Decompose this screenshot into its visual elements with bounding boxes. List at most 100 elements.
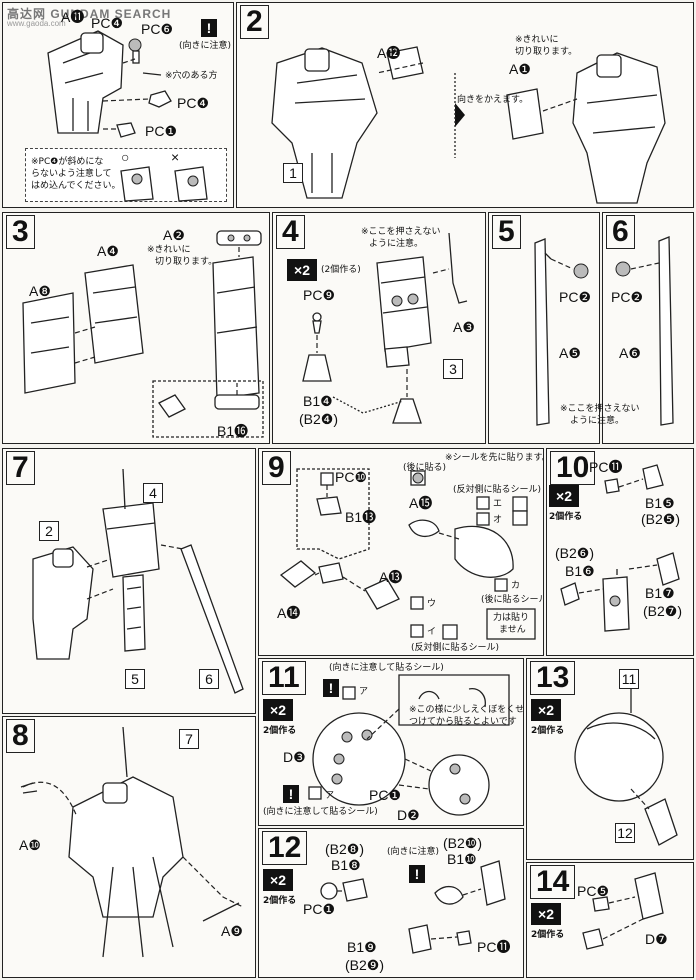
part-label: D❼ [645,931,668,947]
step2-panel: 2 A⓬ ※きれいに 切り取ります。 A❶ 向きをかえます。 1 [236,2,694,208]
sticker-label: ア [359,687,369,697]
step14-panel: 14 ×2 2個作る PC❺ D❼ [526,862,694,978]
part-label: A⓬ [377,45,401,61]
step-ref-box: 11 [619,669,639,689]
part-label: A❻ [619,345,641,361]
part-label: A❹ [97,243,119,259]
multiplier-badge: ×2 [531,699,561,721]
sticker-label: ア [325,791,335,801]
hint-line: はめ込んでください。 [31,181,121,191]
part-label: B1⓭ [345,509,377,525]
note-no-stick: ません [499,625,526,635]
part-label: A❿ [19,837,41,853]
part-label: PC❶ [303,901,335,917]
step-number: 14 [530,865,576,899]
hint-line: らないよう注意して [31,169,112,179]
part-label: A❺ [559,345,581,361]
step5-panel: 5 PC❷ A❺ [488,212,600,444]
part-label: PC❷ [559,289,591,305]
step7-drawing [32,468,244,694]
part-label: B1❻ [565,563,595,579]
step6-panel: 6 PC❷ A❻ [602,212,694,444]
sticker-label: カ [511,581,521,591]
multiplier-badge: ×2 [287,259,317,281]
part-label: A⓭ [379,569,403,585]
step4-panel: 4 ×2 (2個作る) ※ここを押さえない ように注意。 PC❾ A❸ 3 B1… [272,212,486,444]
caution-icon: ! [201,19,217,37]
part-label: PC❷ [611,289,643,305]
note-cut: 切り取ります。 [155,257,218,267]
step9-panel: 9 PC❿ B1⓭ A⓭ A⓮ [258,448,544,656]
part-label: (B2❽) [325,841,364,857]
note-cut: 切り取ります。 [515,47,578,57]
step-number: 3 [6,215,35,249]
part-label: D❷ [397,807,420,823]
hint-drawing [120,166,208,202]
step-ref-box: 5 [125,669,145,689]
part-label: B1❼ [645,585,675,601]
note-back: (後に貼る) [403,463,447,473]
part-label: PC❾ [303,287,335,303]
note-hold: ように注意。 [570,416,625,426]
part-label: A⓫ [61,9,85,25]
step-ref-box: 12 [615,823,635,843]
multiplier-badge: ×2 [263,869,293,891]
multiplier-note: 2個作る [549,512,583,522]
multiplier-note: 2個作る [531,930,565,940]
hint-line: ※PC❹が斜めにな [31,157,104,167]
step6-drawing [615,236,674,426]
part-label: B1❾ [347,939,377,955]
step2-drawing [271,46,666,204]
note-reverse: (反対側に貼るシール) [453,485,542,495]
part-label: A❶ [509,61,531,77]
step-ref-box: 1 [283,163,303,183]
part-label: PC❹ [177,95,209,111]
caution-icon: ! [283,785,299,803]
part-label: (B2❼) [643,603,682,619]
sticker-label: イ [427,627,437,637]
note-turn: 向きをかえます。 [457,95,529,105]
step9-drawing [279,468,536,640]
step-ref-box: 6 [199,669,219,689]
note-no-stick: 力は貼り [493,613,530,623]
watermark-brand: 高达网 GUNDAM SEARCH [7,7,172,21]
step10-drawing [560,464,680,632]
multiplier-note: 2個作る [263,896,297,906]
step-ref-box: 3 [443,359,463,379]
step-number: 10 [550,451,596,485]
step-number: 2 [240,5,269,39]
multiplier-note: (2個作る) [321,265,361,275]
ok-mark: ○ [121,149,130,165]
multiplier-note: 2個作る [531,726,565,736]
note-back-seal: (後に貼るシール) [481,595,543,605]
step11-drawing [308,674,510,816]
multiplier-badge: ×2 [263,699,293,721]
part-label: PC❻ [141,21,173,37]
step7-panel: 7 4 2 5 6 [2,448,256,714]
hint-line: ※この様に少しえくぼをくせを [409,705,524,715]
part-label: PC❶ [369,787,401,803]
step10-panel: 10 ×2 2個作る PC⓫ B1❺ (B2❺) (B2❻) B1❻ B1❼ (… [546,448,694,656]
part-label: PC⓫ [589,459,623,475]
multiplier-badge: ×2 [531,903,561,925]
part-label: PC❺ [577,883,609,899]
step-number: 6 [606,215,635,249]
part-label: A⓯ [409,495,433,511]
sticker-label: エ [493,499,503,509]
part-label: (B2❺) [641,511,680,527]
note-cut: ※きれいに [515,35,559,45]
part-label: B1❽ [331,857,361,873]
step1-drawing [47,30,172,138]
step-number: 9 [262,451,291,485]
step13-drawing [574,689,678,846]
note-direction: (向きに注意) [179,41,232,51]
step-number: 13 [530,661,576,695]
caution-icon: ! [323,679,339,697]
note-cut: ※きれいに [147,245,191,255]
step3-drawing [22,230,264,438]
note-direction-seal: (向きに注意して貼るシール) [329,663,444,673]
part-label: B1❺ [645,495,675,511]
note-hold: ように注意。 [369,239,424,249]
part-label: A❷ [163,227,185,243]
hint-line: つけてから貼るとよいです [409,717,517,727]
